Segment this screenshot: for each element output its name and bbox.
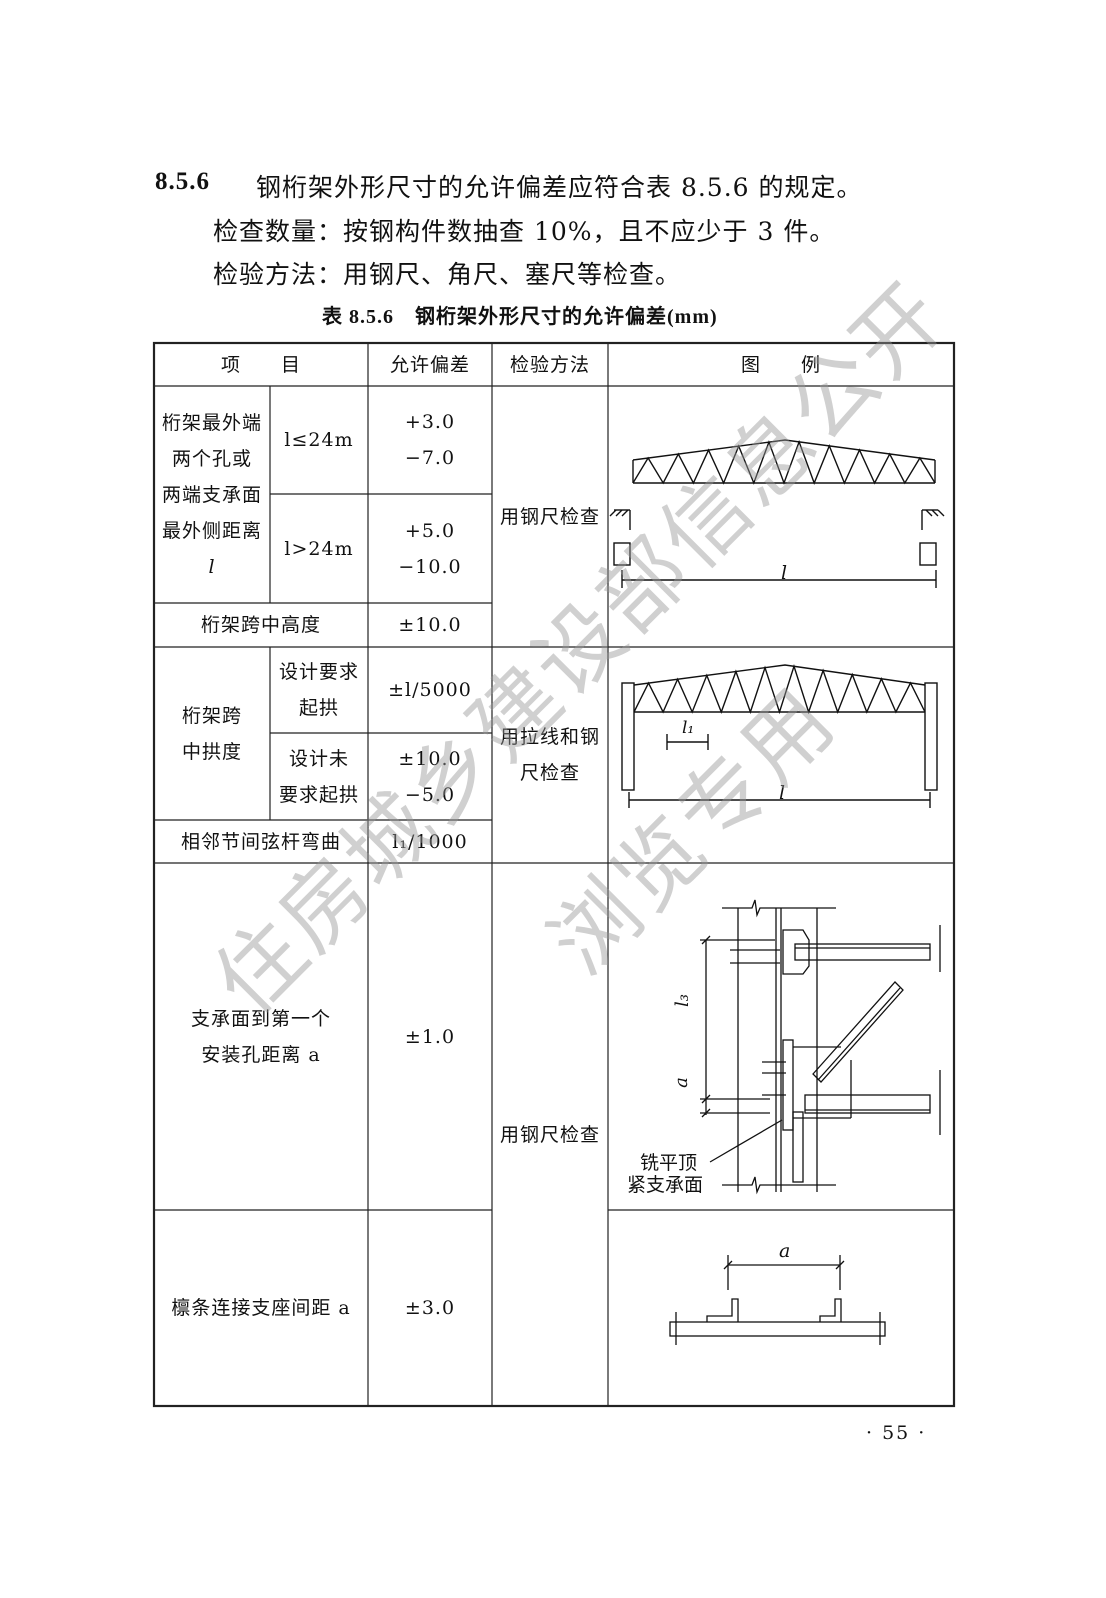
fig1-span-label: l [781,562,788,584]
tol-line: −7.0 [404,447,456,469]
label-line: 最外侧距离 [161,519,262,542]
fig3-a-label: a [670,1077,692,1088]
header-method: 检验方法 [509,353,590,376]
page-number: · 55 · [866,1422,927,1444]
method-2: 用拉线和钢尺检查 [500,726,601,784]
table-border [152,341,956,1408]
fig2-span-label: l [779,782,786,804]
inspection-quantity: 检查数量：按钢构件数抽查 10%，且不应少于 3 件。 [213,217,836,246]
tolerance-gt-24: +5.0 −10.0 [368,494,492,603]
label-line: 中拱度 [181,740,242,763]
mid-height-label: 桁架跨中高度 [200,614,321,636]
tol-line: +3.0 [404,411,456,433]
fig4-spacing-label: a [779,1240,791,1262]
cond-line: 设计要求 [278,661,359,683]
fig3-l3-label: l₃ [671,994,693,1007]
tol-line: +5.0 [404,519,456,542]
end-distance-label: 桁架最外端 两个孔或 两端支承面 最外侧距离 l [154,386,270,603]
fig2-panel-label: l₁ [682,718,695,738]
table-caption: 表 8.5.6 钢桁架外形尺寸的允许偏差(mm) [322,306,718,328]
camber-required-condition: 设计要求 起拱 [270,647,368,733]
tol-line: −10.0 [398,555,462,578]
tolerance-le-24: +3.0 −7.0 [368,386,492,494]
method-3: 用钢尺检查 [499,1123,600,1146]
bearing-connection-diagram [700,899,941,1195]
purlin-support-diagram [669,1255,886,1345]
clause-text: 钢桁架外形尺寸的允许偏差应符合表 8.5.6 的规定。 [256,173,863,202]
method-1: 用钢尺检查 [499,505,600,528]
condition-gt-24: l>24m [284,537,354,560]
cond-line: 起拱 [298,697,339,719]
tol-line: −5.0 [404,783,456,806]
camber-not-required-condition: 设计未 要求起拱 [270,733,368,820]
label-line: 两个孔或 [171,447,252,470]
cond-line: 设计未 [288,747,349,770]
inspection-method: 检验方法：用钢尺、角尺、塞尺等检查。 [213,260,682,289]
chord-bend-tolerance: l₁/1000 [392,830,468,853]
purlin-tolerance: ±3.0 [404,1297,456,1319]
chord-bend-label: 相邻节间弦杆弯曲 [180,830,341,853]
truss-diagram-2 [621,663,938,808]
camber-label: 桁架跨 中拱度 [154,647,270,820]
camber-required-tolerance: ±l/5000 [388,679,472,701]
first-hole-label: 支承面到第一个 安装孔距离 a [154,863,368,1210]
condition-le-24: l≤24m [284,429,354,451]
cond-line: 要求起拱 [278,783,359,806]
label-line: 桁架最外端 [161,411,262,434]
label-line: 桁架跨 [181,704,242,727]
label-line: 两端支承面 [161,483,262,506]
header-figure: 图 例 [740,353,821,376]
camber-not-required-tolerance: ±10.0 −5.0 [368,733,492,820]
fig3-bearing-label: 紧支承面 [627,1174,704,1196]
purlin-label: 檩条连接支座间距 a [171,1297,351,1319]
label-line: l [208,555,216,578]
mid-height-tolerance: ±10.0 [398,614,462,636]
clause-number: 8.5.6 [155,168,210,195]
label-line: 支承面到第一个 [190,1007,331,1030]
label-line: 安装孔距离 a [201,1043,321,1066]
first-hole-tolerance: ±1.0 [404,1025,456,1048]
tol-line: ±10.0 [398,747,462,770]
header-item: 项 目 [220,353,301,376]
fig3-milled-top-label: 铣平顶 [640,1152,698,1174]
header-tolerance: 允许偏差 [389,353,470,376]
truss-diagram-1 [609,439,945,588]
